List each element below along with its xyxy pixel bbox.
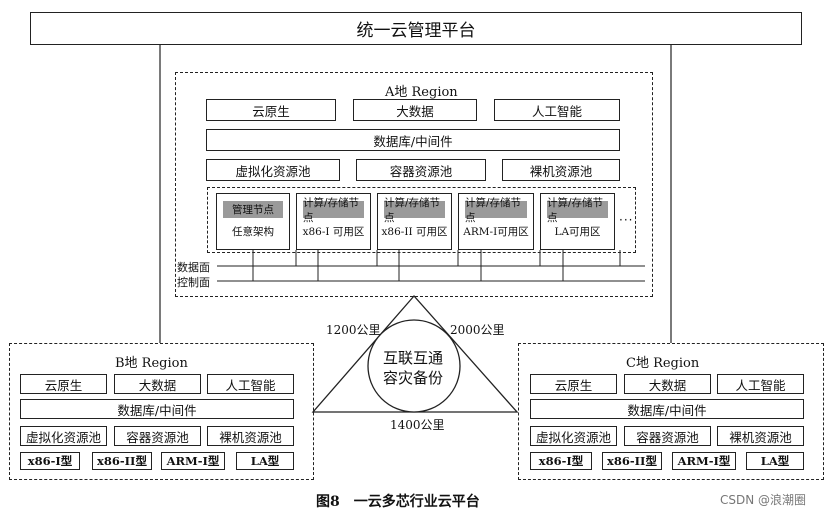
region-b-ai: 人工智能 xyxy=(207,374,294,394)
region-c-la: LA型 xyxy=(746,452,804,470)
region-c-cloud-native: 云原生 xyxy=(530,374,617,394)
node-body: x86-II 可用区 xyxy=(381,226,448,238)
region-c-database-middleware: 数据库/中间件 xyxy=(530,399,804,419)
region-c-baremetal-pool: 裸机资源池 xyxy=(717,426,804,446)
control-plane-label: 控制面 xyxy=(177,276,210,289)
distance-left: 1200公里 xyxy=(326,323,381,337)
unified-cloud-platform-bar: 统一云管理平台 xyxy=(30,12,802,45)
node-body: 任意架构 xyxy=(232,226,274,238)
region-a-node-la: 计算/存储节点 LA可用区 xyxy=(540,193,615,250)
watermark: CSDN @浪潮圈 xyxy=(720,493,807,507)
region-b-title: B地 Region xyxy=(115,356,188,371)
figure-caption: 图8 一云多芯行业云平台 xyxy=(316,494,480,510)
region-a-container-pool: 容器资源池 xyxy=(356,159,486,181)
region-c-container-pool: 容器资源池 xyxy=(624,426,711,446)
circle-text-disaster-backup: 容灾备份 xyxy=(383,369,444,387)
region-b-container-pool: 容器资源池 xyxy=(114,426,201,446)
node-body: x86-I 可用区 xyxy=(302,226,365,238)
node-head: 计算/存储节点 xyxy=(384,197,445,224)
region-c-x86-i: x86-I型 xyxy=(530,452,592,470)
region-a-title: A地 Region xyxy=(385,85,458,100)
region-b-x86-ii: x86-II型 xyxy=(92,452,152,470)
node-body: ARM-I可用区 xyxy=(463,226,529,238)
region-a-cloud-native: 云原生 xyxy=(206,99,336,121)
region-b-x86-i: x86-I型 xyxy=(20,452,80,470)
region-b-baremetal-pool: 裸机资源池 xyxy=(207,426,294,446)
region-a-node-management: 管理节点 任意架构 xyxy=(216,193,290,250)
region-a-database-middleware: 数据库/中间件 xyxy=(206,129,620,151)
region-a-ai: 人工智能 xyxy=(494,99,620,121)
region-c-arm-i: ARM-I型 xyxy=(672,452,736,470)
region-a-frame xyxy=(175,72,653,297)
region-a-big-data: 大数据 xyxy=(353,99,477,121)
region-c-virtualization-pool: 虚拟化资源池 xyxy=(530,426,617,446)
region-a-node-arm-i: 计算/存储节点 ARM-I可用区 xyxy=(458,193,534,250)
region-c-ai: 人工智能 xyxy=(717,374,804,394)
region-a-node-frame xyxy=(207,187,636,253)
region-b-database-middleware: 数据库/中间件 xyxy=(20,399,294,419)
region-b-frame xyxy=(9,343,314,480)
region-a-baremetal-pool: 裸机资源池 xyxy=(502,159,620,181)
region-b-big-data: 大数据 xyxy=(114,374,201,394)
node-body: LA可用区 xyxy=(554,226,601,238)
node-head: 管理节点 xyxy=(223,201,283,218)
region-c-x86-ii: x86-II型 xyxy=(602,452,662,470)
data-plane-label: 数据面 xyxy=(177,261,210,274)
distance-bottom: 1400公里 xyxy=(390,418,445,432)
region-b-virtualization-pool: 虚拟化资源池 xyxy=(20,426,107,446)
region-c-title: C地 Region xyxy=(626,356,700,371)
region-b-cloud-native: 云原生 xyxy=(20,374,107,394)
node-head: 计算/存储节点 xyxy=(465,197,527,224)
platform-title: 统一云管理平台 xyxy=(356,21,476,41)
region-b-la: LA型 xyxy=(236,452,294,470)
node-head: 计算/存储节点 xyxy=(547,197,608,224)
region-c-frame xyxy=(518,343,824,480)
region-a-node-x86-ii: 计算/存储节点 x86-II 可用区 xyxy=(377,193,452,250)
distance-right: 2000公里 xyxy=(450,323,505,337)
circle-text-interconnect: 互联互通 xyxy=(383,349,444,367)
region-b-arm-i: ARM-I型 xyxy=(161,452,225,470)
region-a-node-x86-i: 计算/存储节点 x86-I 可用区 xyxy=(296,193,371,250)
ellipsis: ··· xyxy=(619,213,634,227)
region-c-big-data: 大数据 xyxy=(624,374,711,394)
region-a-virtualization-pool: 虚拟化资源池 xyxy=(206,159,340,181)
node-head: 计算/存储节点 xyxy=(303,197,364,224)
